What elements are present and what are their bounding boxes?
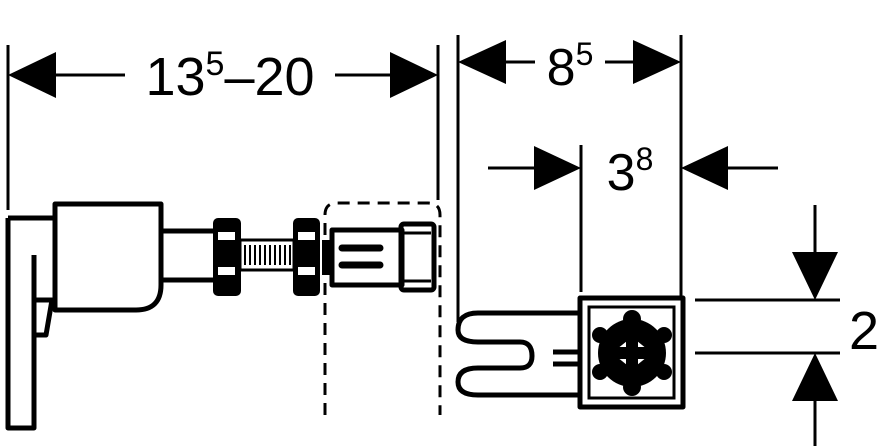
nut-right <box>293 218 320 296</box>
arrow-right-icon <box>390 52 438 98</box>
dimension-inner-width-label: 38 <box>607 141 654 202</box>
mounting-plate <box>5 215 54 431</box>
threaded-rod <box>238 238 296 272</box>
arrow-right-icon <box>633 40 681 84</box>
valve-body <box>52 201 164 313</box>
dimension-length: 135–20 <box>6 45 440 210</box>
arrow-down-icon <box>792 252 838 300</box>
fitting-top-view <box>455 295 686 410</box>
arrow-left-icon <box>458 40 506 84</box>
dimension-width-label: 85 <box>547 36 594 97</box>
dimension-inner-width: 38 <box>488 141 778 292</box>
valve-housing <box>577 295 686 410</box>
connector <box>322 221 437 293</box>
dimension-height: 2 <box>695 205 879 446</box>
nut-left <box>213 218 241 296</box>
dimension-height-label: 2 <box>849 301 879 361</box>
knob-icon <box>592 310 672 396</box>
u-clip <box>455 310 580 398</box>
pipe <box>162 228 213 283</box>
arrow-up-icon <box>792 353 838 401</box>
dashed-outline <box>323 201 442 415</box>
fitting-side-view <box>5 201 442 431</box>
dimension-length-label: 135–20 <box>145 45 314 107</box>
arrow-left-icon <box>8 52 56 98</box>
arrow-right-icon <box>534 146 581 190</box>
arrow-left-icon <box>681 146 728 190</box>
dimension-width: 85 <box>456 35 683 322</box>
